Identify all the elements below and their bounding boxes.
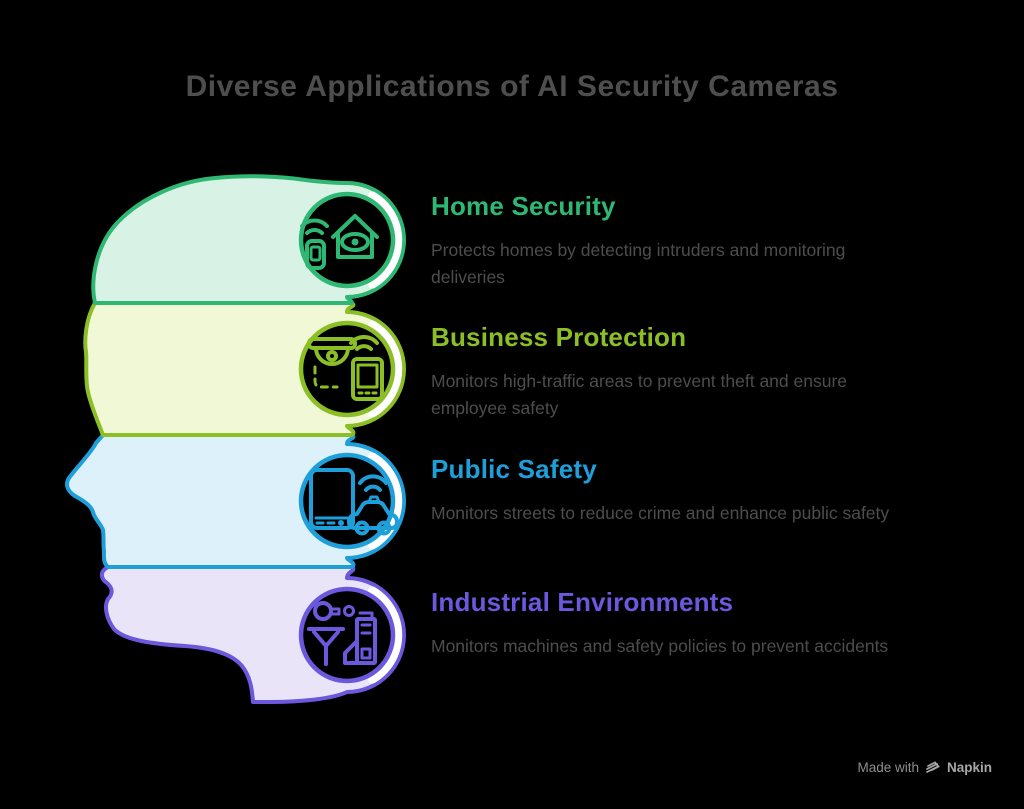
home-security-badge (298, 191, 403, 289)
badge-highlight-crescent (368, 586, 403, 684)
section-heading: Business Protection (431, 322, 687, 352)
section-description: Monitors streets to reduce crime and enh… (431, 502, 890, 523)
cctv-camera-phone-icon (307, 335, 384, 401)
badge-highlight-crescent (368, 320, 403, 418)
section-industrial-environments: Industrial Environments Monitors machine… (431, 587, 921, 660)
section-heading: Home Security (431, 191, 616, 221)
section-business-protection: Business Protection Monitors high-traffi… (431, 322, 921, 422)
napkin-logo-icon (926, 761, 940, 773)
watermark-prefix: Made with (857, 759, 919, 775)
business-protection-badge (298, 320, 403, 418)
section-description: Monitors machines and safety policies to… (431, 635, 889, 656)
watermark: Made with Napkin (857, 755, 992, 779)
section-description: Protects homes by detecting intruders an… (431, 239, 846, 287)
section-public-safety: Public Safety Monitors streets to reduce… (431, 454, 921, 527)
smart-home-security-icon (300, 214, 379, 270)
section-description: Monitors high-traffic areas to prevent t… (431, 370, 848, 418)
badge-highlight-crescent (368, 191, 403, 289)
watermark-brand: Napkin (946, 759, 992, 775)
industrial-environments-badge (298, 586, 403, 684)
industrial-machine-factory-icon (307, 601, 377, 666)
smartphone-smart-car-icon (309, 468, 399, 536)
public-safety-badge (298, 452, 403, 550)
page-title: Diverse Applications of AI Security Came… (185, 70, 839, 103)
badge-highlight-crescent (368, 452, 403, 550)
section-heading: Industrial Environments (431, 587, 734, 617)
section-home-security: Home Security Protects homes by detectin… (431, 191, 921, 291)
section-heading: Public Safety (431, 454, 597, 484)
